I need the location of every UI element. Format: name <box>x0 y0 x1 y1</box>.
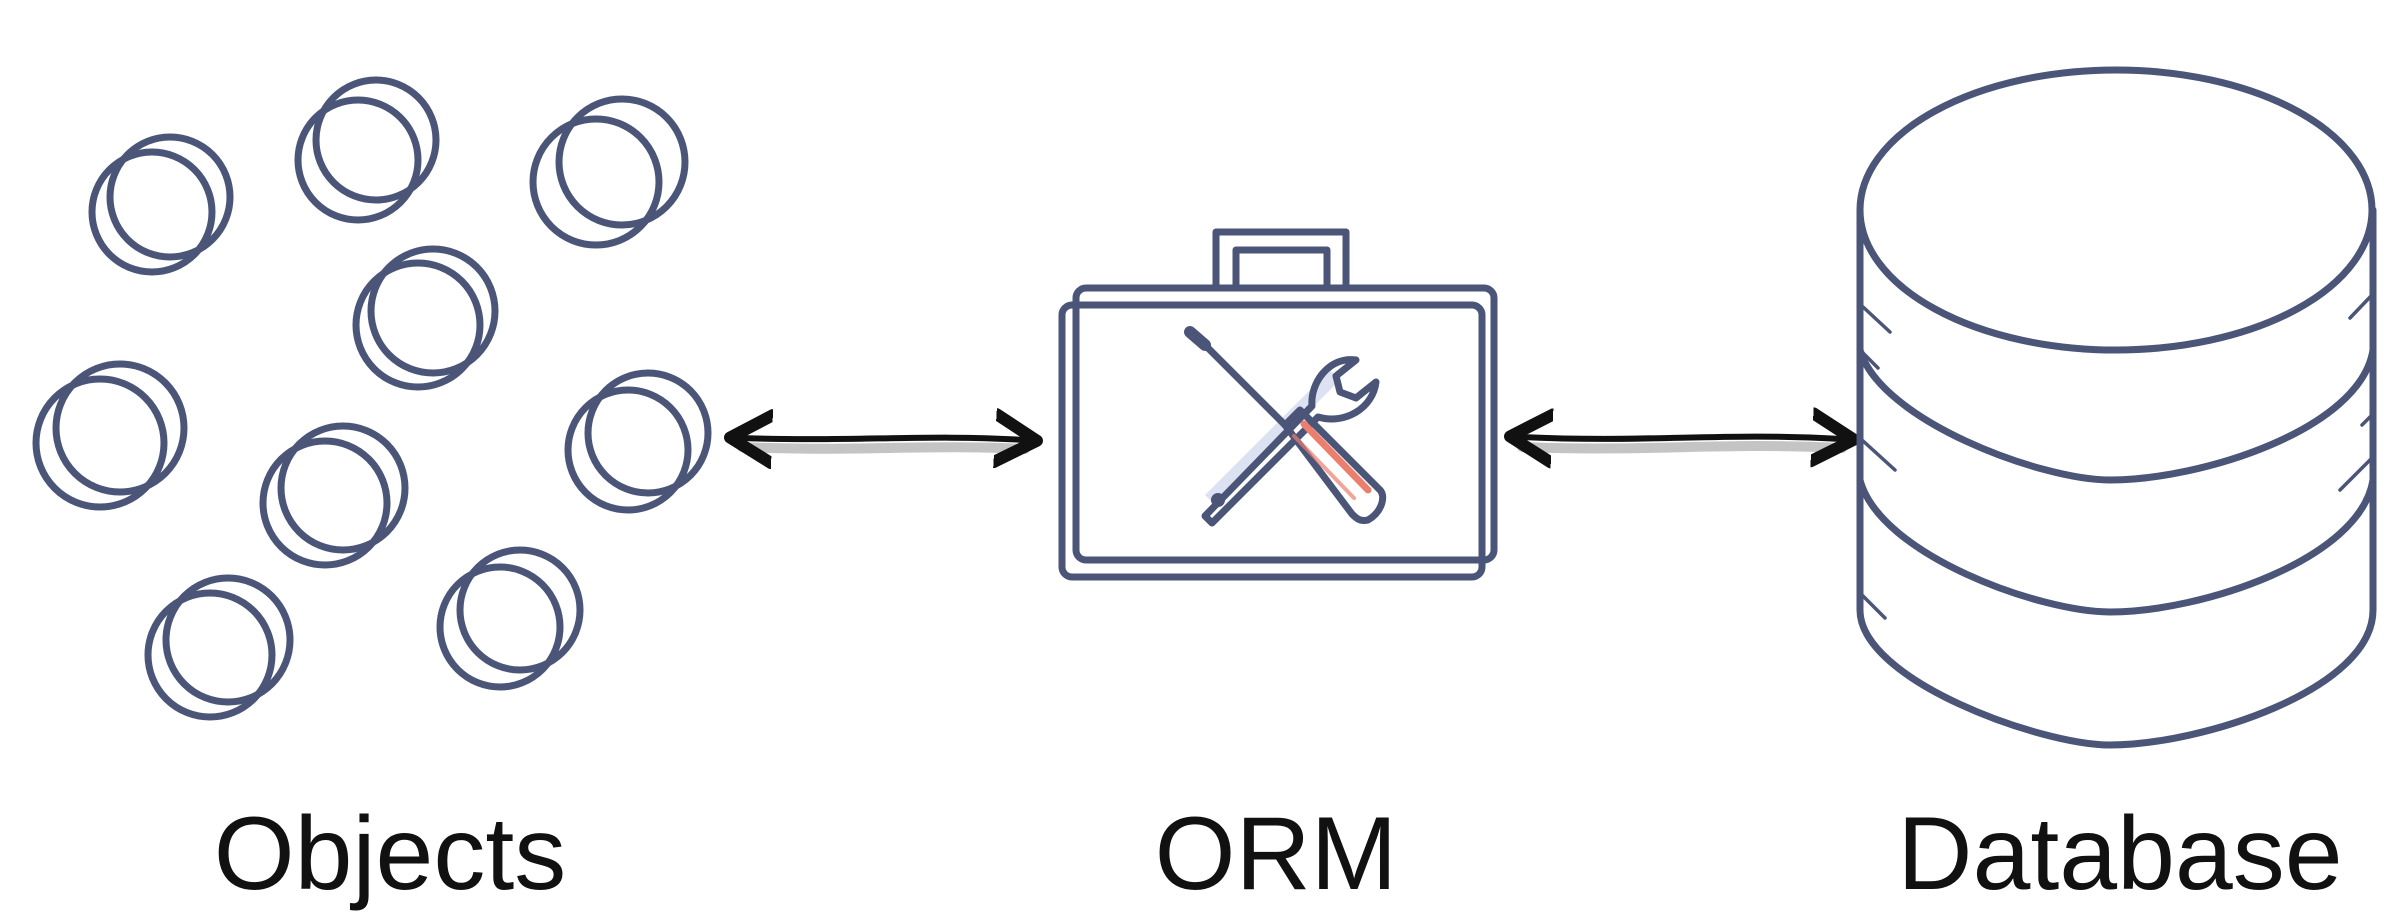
arrow-objects-orm <box>742 438 1025 449</box>
orm-label: ORM <box>1155 796 1398 912</box>
orm-toolbox <box>1058 228 1498 581</box>
object-circle-red-1 <box>88 133 234 276</box>
arrow-orm-database <box>1522 437 1842 449</box>
object-circle-white-2 <box>144 574 294 721</box>
objects-group <box>32 76 712 721</box>
object-circle-red-2 <box>564 369 712 514</box>
database-cylinder-icon <box>1856 66 2377 749</box>
object-circle-lavender-2 <box>259 422 409 569</box>
object-circle-white-1 <box>352 245 499 391</box>
object-circle-teal-2 <box>32 360 188 511</box>
database-label: Database <box>1897 796 2342 912</box>
object-circle-lavender-1 <box>294 76 440 224</box>
objects-label: Objects <box>214 796 567 912</box>
object-circle-teal-1 <box>529 95 689 249</box>
wrench-screwdriver-icon <box>1184 326 1387 527</box>
object-circle-lavender-3 <box>436 546 584 691</box>
